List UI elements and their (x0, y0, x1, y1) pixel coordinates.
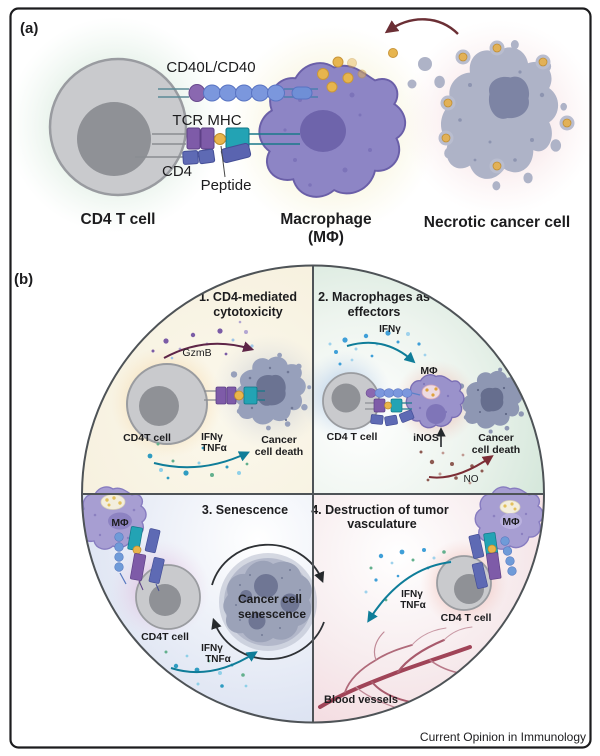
macrophage-q3 (82, 486, 147, 550)
drifting-antigen-dots (317, 48, 398, 93)
quadrant-3: 3. Senescence MΦ CD4T cell IFNγ TNFα Can… (82, 486, 325, 688)
q1-title-line1: 1. CD4-mediated (199, 290, 297, 304)
cd4-t-cell-q3 (135, 564, 201, 630)
cd4-coreceptor (135, 142, 252, 165)
macrophage-phi-label-a: (MΦ) (308, 229, 344, 246)
q2-title-line1: 2. Macrophages as (318, 290, 430, 304)
q4-tnfa-label: TNFα (400, 600, 426, 611)
dying-cancer-cell-q2 (458, 367, 528, 434)
blood-vessels-label: Blood vessels (324, 694, 398, 706)
peptide-pointer-line (220, 145, 226, 178)
peptide-dot (214, 133, 226, 145)
macrophage-q2 (405, 374, 465, 429)
no-label: NO (464, 474, 479, 485)
necrotic-speckles (458, 70, 545, 162)
q1-death-line1: Cancer (261, 434, 297, 446)
cd4-t-cell-q1 (126, 363, 208, 445)
cytokine-arrow-q1 (153, 451, 250, 469)
macrophage-a (258, 62, 407, 198)
necrotic-label: Necrotic cancer cell (424, 214, 570, 231)
inos-label: iNOS (413, 432, 439, 444)
necrotic-antigen-dots (438, 40, 575, 174)
q2-mphi-label: MΦ (420, 365, 438, 377)
gzmb-arrow (163, 341, 255, 359)
macrophage-label-a: Macrophage (280, 211, 372, 228)
tcr-mhc-receptor-q1 (204, 386, 265, 405)
quadrant-1: 1. CD4-mediated cytotoxicity GzmB CD4T c… (111, 290, 328, 480)
cytokine-arrow-q2 (346, 341, 416, 364)
cd40-label: CD40L/CD40 (166, 59, 255, 76)
cd40l-cd40-receptor (158, 84, 318, 102)
tcr-mhc-receptor (152, 127, 300, 150)
t-cell-label-a: CD4 T cell (81, 211, 156, 228)
panel-b-tag: (b) (14, 271, 33, 288)
ifng-dots-q2 (328, 330, 427, 366)
q2-death-line2: cell death (472, 444, 520, 456)
cytokine-arrow-q4 (367, 561, 452, 623)
cd4-t-cell-a (48, 57, 188, 197)
gzmb-label: GzmB (182, 347, 211, 359)
q1-tnfa-label: TNFα (201, 443, 227, 454)
peptide-label: Peptide (201, 177, 252, 194)
receptor-complex-q4 (468, 532, 517, 589)
cd4-t-cell-q2 (322, 372, 380, 430)
q1-title-line2: cytotoxicity (213, 305, 283, 319)
q4-title-line1: 4. Destruction of tumor (311, 503, 449, 517)
q4-ifng-label: IFNγ (401, 589, 423, 600)
blood-vessels (318, 626, 473, 709)
cytokine-dots-q1 (147, 442, 249, 480)
no-arrow (428, 455, 494, 479)
receptor-complex-q3 (114, 526, 165, 592)
q1-t-cell-label: CD4T cell (123, 432, 171, 444)
q3-mphi-label: MΦ (111, 517, 129, 529)
q2-death-line1: Cancer (478, 432, 514, 444)
quadrant-4: 4. Destruction of tumor vasculature MΦ C… (311, 486, 544, 709)
q4-mphi-label: MΦ (502, 516, 520, 528)
q1-ifng-label: IFNγ (201, 432, 223, 443)
efferocytosis-arrow (384, 18, 459, 35)
q2-t-cell-label: CD4 T cell (327, 431, 378, 443)
senescence-cycle-arrow-bottom (211, 617, 325, 660)
quadrant-2: 2. Macrophages as effectors IFNγ MΦ CD4 … (300, 290, 528, 485)
q3-senescence-line1: Cancer cell (238, 592, 302, 606)
cytokine-arrow-q3 (170, 651, 258, 674)
q2-title-line2: effectors (348, 305, 401, 319)
macrophage-q4 (474, 486, 544, 550)
q3-senescence-line2: senescence (238, 607, 306, 621)
panel-a-tag: (a) (20, 20, 38, 37)
q3-t-cell-label: CD4T cell (141, 631, 189, 643)
no-dots (419, 450, 484, 485)
tcr-mhc-label: TCR MHC (172, 112, 241, 129)
cd4-label: CD4 (162, 163, 192, 180)
q3-title: 3. Senescence (202, 503, 288, 517)
receptor-complex-q2 (365, 388, 421, 427)
senescence-cycle-arrow-top (211, 543, 325, 586)
q3-ifng-label: IFNγ (201, 643, 223, 654)
q3-tnfa-label: TNFα (205, 654, 231, 665)
senescent-cancer-cell (219, 553, 317, 651)
panel-a: (a) CD40L/CD40 TCR MHC CD4 Peptide CD4 T… (7, 17, 598, 246)
q4-title-line2: vasculature (347, 517, 417, 531)
q4-t-cell-label: CD4 T cell (441, 612, 492, 624)
necrotic-cancer-cell (407, 40, 575, 191)
circle-border (81, 264, 545, 724)
journal-caption: Current Opinion in Immunology (420, 730, 586, 744)
q2-ifng-label: IFNγ (379, 324, 401, 335)
q1-death-line2: cell death (255, 446, 303, 458)
